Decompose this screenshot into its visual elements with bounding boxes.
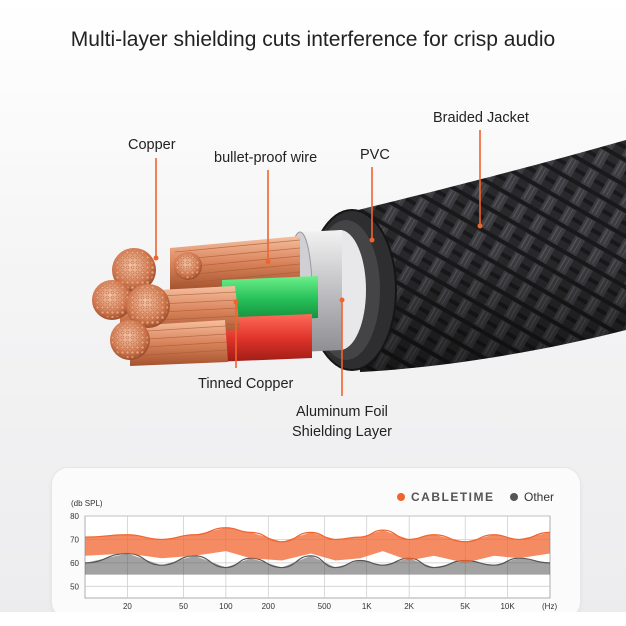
x-tick-label: 5K — [460, 602, 470, 611]
aluminum-foil-label-line2: Shielding Layer — [292, 424, 392, 440]
x-tick-label: 50 — [179, 602, 188, 611]
x-tick-label: 1K — [362, 602, 372, 611]
copper-label: Copper — [128, 137, 176, 153]
legend-label-other: Other — [524, 490, 555, 504]
subtitle: Multi-layer shielding cuts interference … — [70, 28, 556, 51]
frequency-response-chart: 80 70 60 50 20 50 100 200 500 1K 2K 5K 10K (db SPL) (H… — [70, 499, 557, 611]
legend-cabletime: CABLETIME — [397, 490, 495, 504]
y-tick-label: 60 — [70, 559, 79, 568]
bottom-edge — [0, 612, 626, 626]
y-tick-label: 50 — [70, 582, 79, 591]
copper-strand-ends — [92, 248, 202, 360]
legend-label-cabletime: CABLETIME — [411, 490, 495, 504]
tinned-copper-label: Tinned Copper — [198, 376, 294, 392]
aluminum-foil-label-line1: Aluminum Foil — [296, 404, 388, 420]
green-insulated-wire — [222, 276, 318, 322]
y-tick-label: 70 — [70, 535, 79, 544]
cable-cross-section-illustration — [92, 130, 626, 396]
bullet-proof-wire-label: bullet-proof wire — [214, 150, 318, 166]
y-axis-label: (db SPL) — [71, 499, 103, 508]
legend-other: Other — [510, 490, 554, 504]
legend-dot-cabletime — [397, 493, 405, 501]
pvc-label: PVC — [360, 147, 390, 163]
leader-lines — [155, 130, 481, 396]
x-tick-label: 10K — [500, 602, 515, 611]
series-area-other — [85, 553, 550, 575]
x-tick-label: 2K — [404, 602, 414, 611]
x-tick-label: 200 — [262, 602, 276, 611]
x-tick-label: 100 — [219, 602, 233, 611]
frequency-response-panel: CABLETIME Other 80 70 60 50 20 50 100 200 500 1K 2… — [52, 468, 580, 618]
series-line-cabletime — [84, 527, 551, 543]
x-tick-label: 500 — [318, 602, 332, 611]
y-tick-label: 80 — [70, 512, 79, 521]
braided-jacket-label: Braided Jacket — [433, 110, 529, 126]
series-line-other — [84, 552, 551, 569]
x-axis-label: (Hz) — [542, 602, 557, 611]
legend-dot-other — [510, 493, 518, 501]
series-area-cabletime — [85, 527, 550, 563]
x-tick-label: 20 — [123, 602, 132, 611]
aluminum-foil-label: Aluminum Foil Shielding Layer — [292, 402, 392, 442]
